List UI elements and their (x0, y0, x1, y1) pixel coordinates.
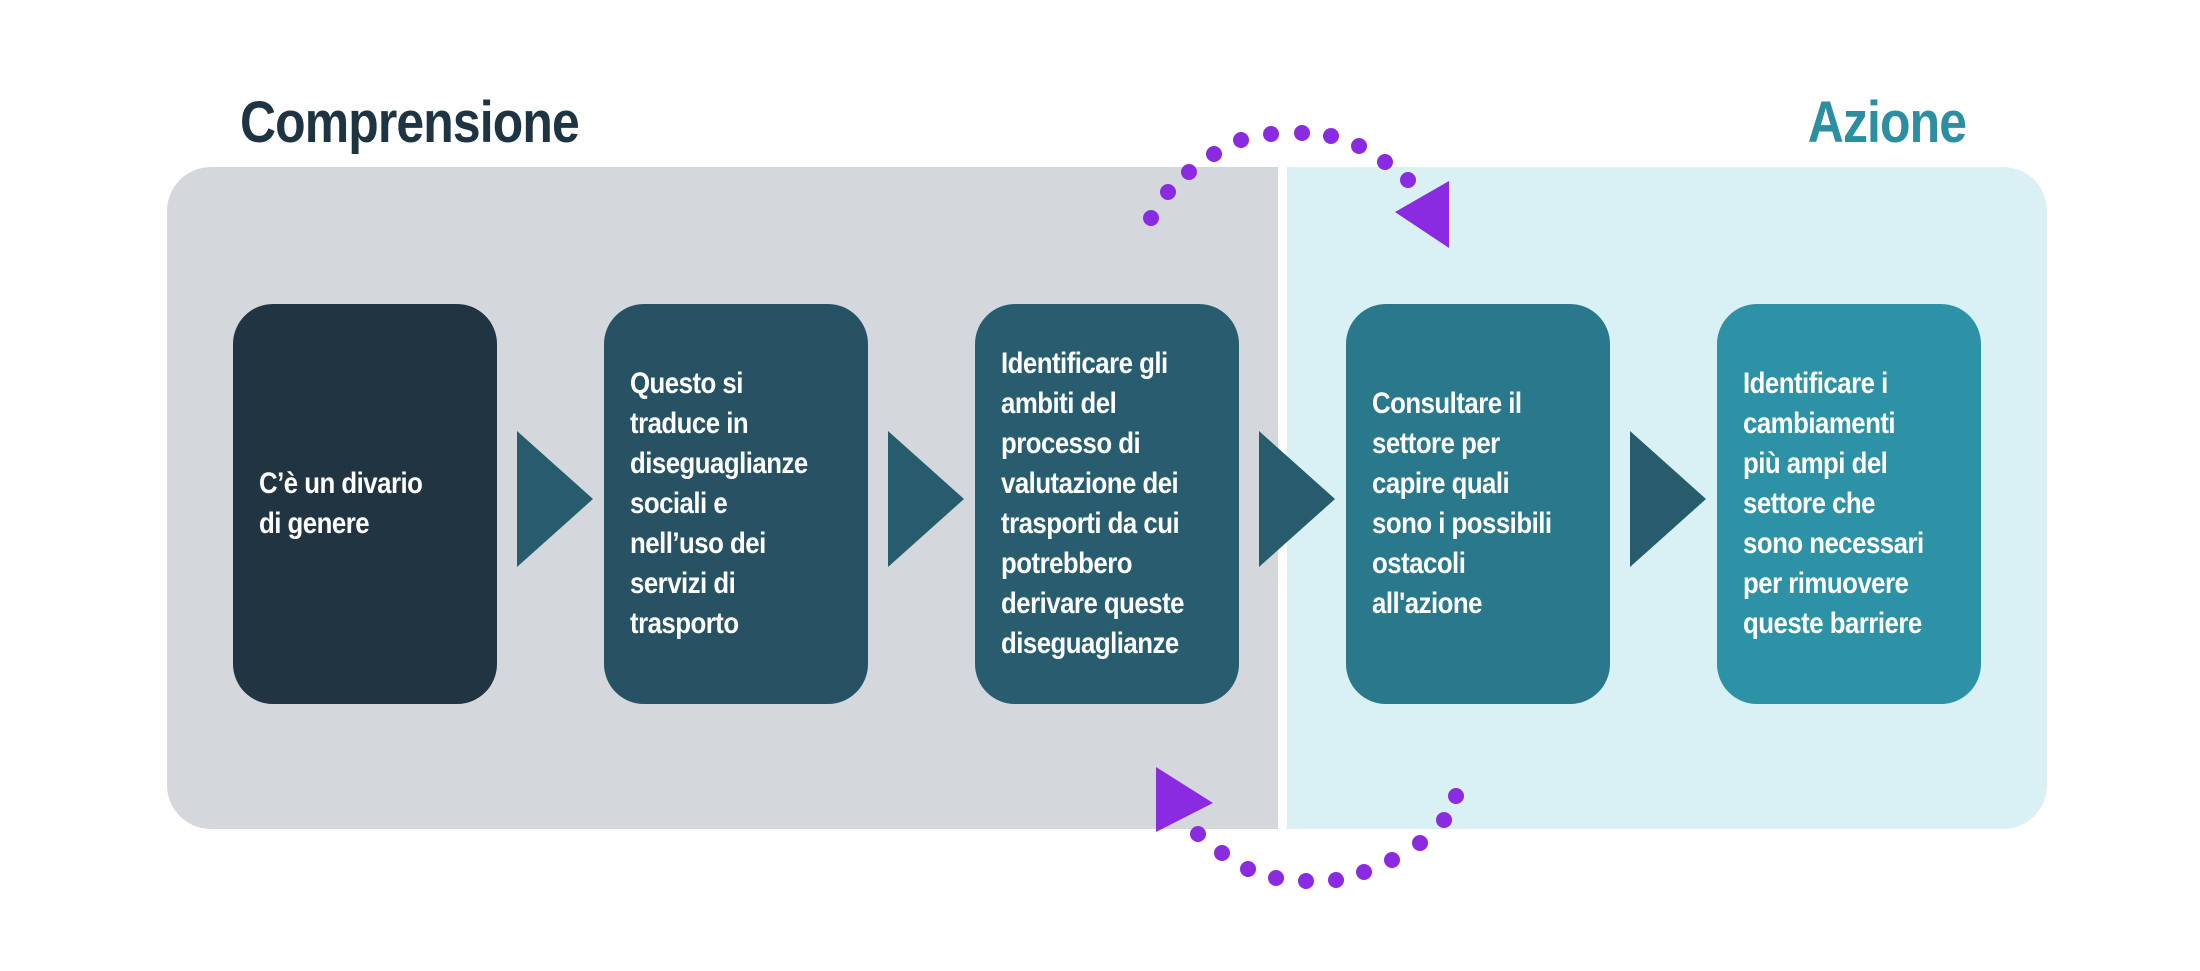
step-3-box: Identificare gli ambiti del processo di … (975, 304, 1239, 704)
step-4-box: Consultare il settore per capire quali s… (1346, 304, 1610, 704)
step-arrow-icon (888, 431, 964, 567)
step-3-text: Identificare gli ambiti del processo di … (1001, 347, 1185, 660)
comprensione-title: Comprensione (240, 90, 580, 155)
step-2-box: Questo si traduce in diseguaglianze soci… (604, 304, 868, 704)
step-2-text: Questo si traduce in diseguaglianze soci… (630, 367, 808, 640)
step-arrow-icon (1259, 431, 1335, 567)
step-arrow-icon (517, 431, 593, 567)
azione-title: Azione (1807, 90, 1967, 155)
step-1-text: C’è un divario di genere (259, 467, 423, 540)
step-arrow-icon (1630, 431, 1706, 567)
step-1-box: C’è un divario di genere (233, 304, 497, 704)
step-5-box: Identificare i cambiamenti più ampi del … (1717, 304, 1981, 704)
step-4-text: Consultare il settore per capire quali s… (1372, 387, 1552, 620)
step-5-text: Identificare i cambiamenti più ampi del … (1743, 367, 1924, 640)
